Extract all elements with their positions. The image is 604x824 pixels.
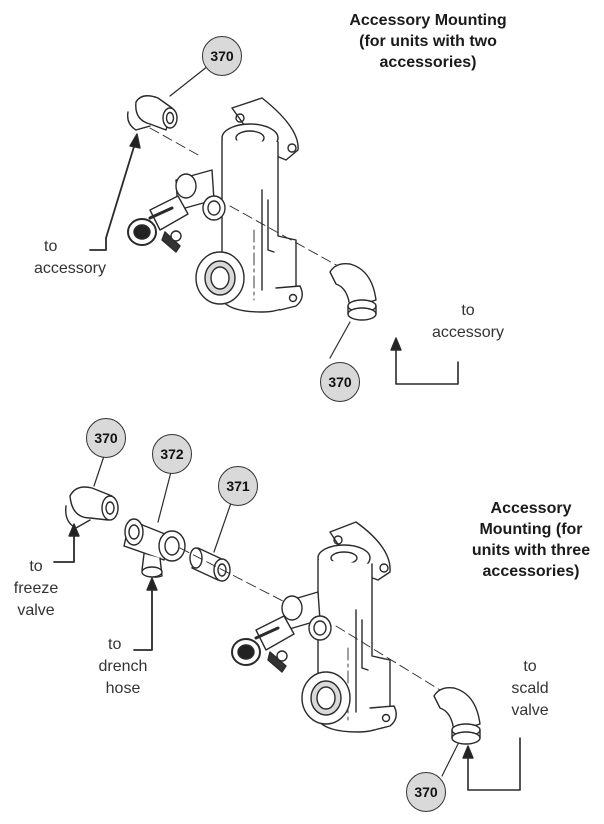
label-left-line-1: to (44, 238, 58, 255)
scald-line-2: scald (511, 680, 549, 697)
callout-370-top-text: 370 (210, 48, 234, 64)
label-to-drench-hose: to drench hose (88, 634, 158, 700)
top-title-line-1: Accessory Mounting (349, 12, 507, 29)
bottom-title-line-3: units with three (471, 542, 591, 559)
label-to-scald-valve: to scald valve (500, 656, 560, 722)
callout-370-bottom: 370 (86, 418, 126, 458)
elbow-370-scald (433, 686, 481, 745)
leaders-bottom (53, 455, 521, 791)
elbow-370-top (126, 95, 178, 131)
freeze-line-3: valve (17, 602, 55, 619)
top-title-line-3: accessories) (379, 54, 477, 71)
bottom-title-line-2: Mounting (for (479, 521, 583, 538)
label-right-line-1: to (461, 302, 475, 319)
elbow-370-bottom-left (65, 486, 119, 529)
freeze-line-2: freeze (13, 580, 59, 597)
callout-372: 372 (152, 434, 192, 474)
label-right-line-2: accessory (431, 324, 505, 341)
drench-line-3: hose (105, 680, 141, 697)
callout-371-text: 371 (226, 478, 250, 494)
label-to-accessory-right: to accessory (418, 300, 518, 344)
scald-line-3: valve (511, 702, 549, 719)
label-left-line-2: accessory (33, 260, 107, 277)
drench-line-1: to (108, 636, 122, 653)
bottom-title-line-4: accessories) (482, 563, 580, 580)
callout-370-scald-text: 370 (414, 784, 438, 800)
label-to-accessory-left: to accessory (30, 236, 110, 280)
callout-370-scald: 370 (406, 772, 446, 812)
bottom-section-title: Accessory Mounting (for units with three… (456, 498, 604, 582)
scald-line-1: to (523, 658, 537, 675)
elbow-370-right (329, 262, 377, 321)
nipple-371 (189, 547, 231, 582)
callout-370-top-right: 370 (320, 362, 360, 402)
drench-line-2: drench (98, 658, 148, 675)
valve-body-bottom (231, 521, 441, 733)
bottom-title-line-1: Accessory (490, 500, 572, 517)
top-title-line-2: (for units with two (359, 33, 497, 50)
freeze-line-1: to (29, 558, 43, 575)
valve-body-top (127, 97, 357, 313)
callout-372-text: 372 (160, 446, 184, 462)
leaders-top (89, 65, 459, 385)
tee-372 (123, 518, 186, 578)
callout-370-bottom-text: 370 (94, 430, 118, 446)
label-to-freeze-valve: to freeze valve (6, 556, 66, 622)
callout-370-top-right-text: 370 (328, 374, 352, 390)
top-section-title: Accessory Mounting (for units with two a… (328, 10, 528, 73)
callout-371: 371 (218, 466, 258, 506)
callout-370-top: 370 (202, 36, 242, 76)
